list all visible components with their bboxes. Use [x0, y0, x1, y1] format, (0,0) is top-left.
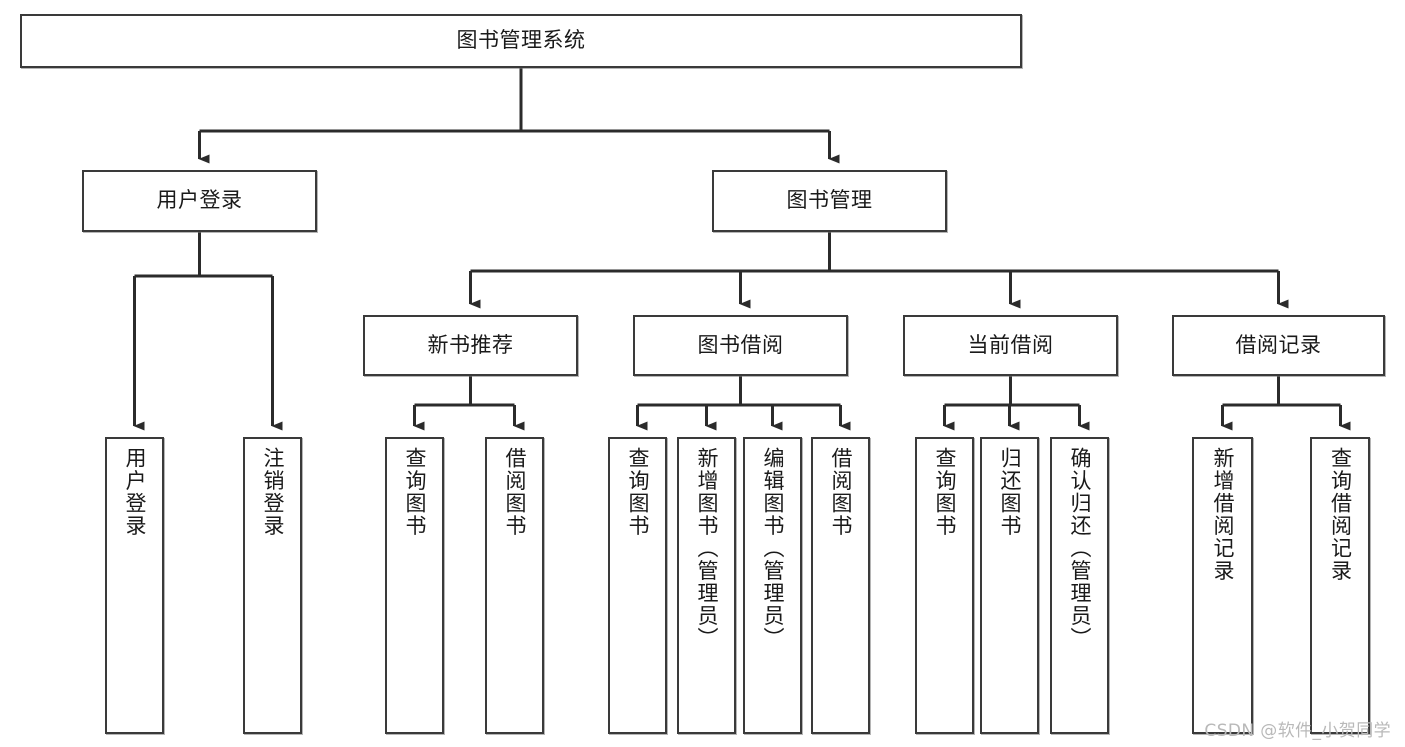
node-leaf-user-login[interactable]: 用户登录	[105, 437, 164, 734]
node-leaf-logout[interactable]: 注销登录	[243, 437, 302, 734]
node-book-borrow[interactable]: 图书借阅	[633, 315, 848, 376]
node-leaf-edit-book-admin-label: 编辑图书（管理员）	[761, 447, 785, 650]
node-leaf-borrow-book-bw-label: 借阅图书	[829, 447, 853, 537]
node-leaf-query-borrow-record[interactable]: 查询借阅记录	[1310, 437, 1370, 734]
node-leaf-return-book[interactable]: 归还图书	[980, 437, 1039, 734]
node-leaf-borrow-book-rec[interactable]: 借阅图书	[485, 437, 544, 734]
node-leaf-logout-label: 注销登录	[261, 447, 285, 537]
node-user-login-label: 用户登录	[156, 188, 243, 213]
node-leaf-query-book-bw[interactable]: 查询图书	[608, 437, 667, 734]
node-leaf-edit-book-admin[interactable]: 编辑图书（管理员）	[743, 437, 802, 734]
node-leaf-add-borrow-record[interactable]: 新增借阅记录	[1192, 437, 1253, 734]
node-book-manage-label: 图书管理	[786, 188, 873, 213]
node-leaf-add-borrow-record-label: 新增借阅记录	[1211, 447, 1235, 582]
node-leaf-query-book-bw-label: 查询图书	[626, 447, 650, 537]
node-leaf-confirm-return-admin[interactable]: 确认归还（管理员）	[1050, 437, 1109, 734]
node-book-borrow-label: 图书借阅	[697, 332, 784, 357]
node-user-login[interactable]: 用户登录	[82, 170, 317, 232]
node-leaf-query-book-cur-label: 查询图书	[933, 447, 957, 537]
node-leaf-query-book-rec-label: 查询图书	[403, 447, 427, 537]
node-leaf-borrow-book-bw[interactable]: 借阅图书	[811, 437, 870, 734]
node-leaf-user-login-label: 用户登录	[123, 447, 147, 537]
node-leaf-query-borrow-record-label: 查询借阅记录	[1328, 447, 1353, 582]
node-new-book-recommend-label: 新书推荐	[427, 332, 514, 357]
node-leaf-borrow-book-rec-label: 借阅图书	[503, 447, 527, 537]
node-new-book-recommend[interactable]: 新书推荐	[363, 315, 578, 376]
node-root-system[interactable]: 图书管理系统	[20, 14, 1022, 68]
node-current-borrow[interactable]: 当前借阅	[903, 315, 1118, 376]
node-leaf-query-book-rec[interactable]: 查询图书	[385, 437, 444, 734]
node-leaf-return-book-label: 归还图书	[998, 447, 1022, 537]
node-current-borrow-label: 当前借阅	[967, 332, 1054, 357]
node-borrow-record-label: 借阅记录	[1235, 332, 1322, 357]
node-leaf-query-book-cur[interactable]: 查询图书	[915, 437, 974, 734]
node-book-manage[interactable]: 图书管理	[712, 170, 947, 232]
node-leaf-add-book-admin-label: 新增图书（管理员）	[695, 447, 719, 650]
node-borrow-record[interactable]: 借阅记录	[1172, 315, 1385, 376]
node-root-label: 图书管理系统	[456, 28, 586, 53]
node-leaf-add-book-admin[interactable]: 新增图书（管理员）	[677, 437, 736, 734]
node-leaf-confirm-return-admin-label: 确认归还（管理员）	[1068, 447, 1092, 650]
